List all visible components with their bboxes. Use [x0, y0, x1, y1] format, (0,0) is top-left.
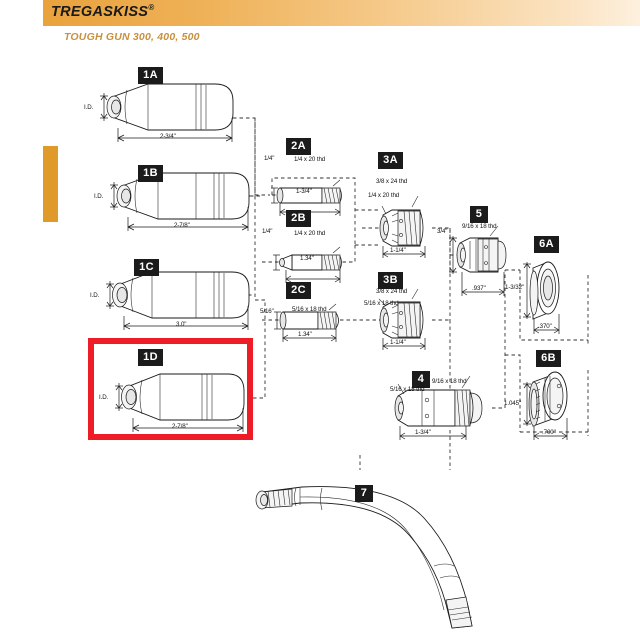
dim-3b-thread-top: 3/8 x 24 thd	[376, 288, 408, 295]
dim-6a-length: .370"	[538, 323, 552, 330]
dim-4-length: 1-3/4"	[415, 429, 431, 436]
dim-5-diameter: 3/4"	[437, 228, 448, 235]
part-5-adapter	[449, 225, 507, 296]
part-tag-6a[interactable]: 6A	[534, 236, 559, 253]
part-tag-4[interactable]: 4	[412, 371, 430, 388]
header-gradient-bar	[43, 0, 640, 26]
product-subtitle: TOUGH GUN 300, 400, 500	[64, 31, 200, 43]
brand-name: TREGASKISS	[51, 3, 149, 20]
dim-1a-length: 2-3/4"	[160, 133, 176, 140]
dim-1b-id: I.D.	[94, 193, 104, 200]
dim-3a-thread-left: 1/4 x 20 thd	[368, 192, 400, 199]
part-2b-contact-tip	[273, 246, 342, 283]
dim-2a-length: 1-3/4"	[296, 188, 312, 195]
dim-1d-id: I.D.	[99, 394, 109, 401]
dim-2a-thread: 1/4 x 20 thd	[294, 156, 326, 163]
part-1a-nozzle	[100, 83, 234, 142]
part-tag-3a[interactable]: 3A	[378, 152, 403, 169]
highlight-box-1d	[88, 338, 253, 440]
dim-6b-diameter: 1.045"	[504, 400, 522, 407]
dim-2b-length: 1.34"	[300, 255, 314, 262]
dim-3a-length: 1-1/4"	[390, 247, 406, 254]
part-6a-insulator	[523, 261, 560, 334]
part-1b-nozzle	[110, 172, 250, 231]
part-tag-1c[interactable]: 1C	[134, 259, 159, 276]
side-accent-bar	[43, 146, 58, 222]
dim-5-thread: 9/16 x 18 thd	[462, 223, 497, 230]
part-tag-5[interactable]: 5	[470, 206, 488, 223]
part-2a-contact-tip	[271, 179, 342, 216]
dim-1d-length: 2-7/8"	[172, 423, 188, 430]
dim-2a-diameter: 1/4"	[264, 155, 275, 162]
dim-4-thread-left: 5/16 x 18 thd	[390, 386, 425, 393]
dim-1c-id: I.D.	[90, 292, 100, 299]
part-tag-2b[interactable]: 2B	[286, 210, 311, 227]
dim-2b-thread: 1/4 x 20 thd	[294, 230, 326, 237]
dim-3b-length: 1-1/4"	[390, 339, 406, 346]
part-2c-contact-tip	[274, 303, 339, 342]
dim-3a-thread-top: 3/8 x 24 thd	[376, 178, 408, 185]
registered-mark-icon: ®	[148, 3, 155, 12]
dim-2b-diameter: 1/4"	[262, 228, 273, 235]
dim-5-length: .937"	[472, 285, 486, 292]
part-3b-diffuser	[378, 288, 426, 350]
part-tag-3b[interactable]: 3B	[378, 272, 403, 289]
dim-1c-length: 3.0"	[176, 321, 187, 328]
part-1d-nozzle	[115, 373, 245, 432]
part-7-gooseneck	[255, 486, 473, 629]
dim-6a-diameter: 1-3/32"	[505, 284, 525, 291]
part-6b-insulator	[523, 371, 568, 440]
dim-2c-diameter: 5/16"	[260, 308, 274, 315]
dim-2c-thread: 5/16 x 18 thd	[292, 306, 327, 313]
part-tag-1a[interactable]: 1A	[138, 67, 163, 84]
dim-6b-length: .700"	[542, 429, 556, 436]
part-tag-1b[interactable]: 1B	[138, 165, 163, 182]
part-4-diffuser	[394, 375, 483, 440]
dim-1b-length: 2-7/8"	[174, 222, 190, 229]
part-tag-6b[interactable]: 6B	[536, 350, 561, 367]
part-tag-2c[interactable]: 2C	[286, 282, 311, 299]
part-tag-2a[interactable]: 2A	[286, 138, 311, 155]
dim-4-thread-top: 9/16 x 18 thd	[432, 378, 467, 385]
part-3a-diffuser	[379, 195, 426, 258]
part-tag-7[interactable]: 7	[355, 485, 373, 502]
dim-1a-id: I.D.	[84, 104, 94, 111]
part-1c-nozzle	[106, 271, 250, 330]
dim-2c-length: 1.34"	[298, 331, 312, 338]
brand-title: TREGASKISS®	[51, 3, 154, 20]
dim-3b-thread-left: 5/16 x 18 thd	[364, 300, 399, 307]
part-tag-1d[interactable]: 1D	[138, 349, 163, 366]
